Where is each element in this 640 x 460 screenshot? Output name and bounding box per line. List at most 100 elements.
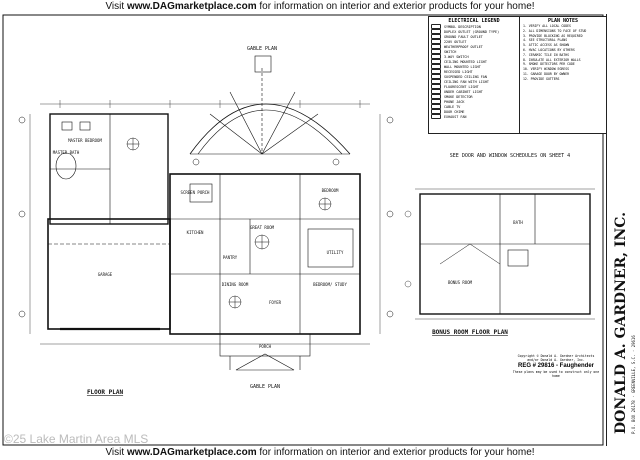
- legend-symbol-icon: [431, 34, 441, 39]
- legend-item: UNDER CABINET LIGHT: [429, 89, 519, 94]
- legend-item: RECESSED LIGHT: [429, 69, 519, 74]
- legend-symbol-icon: [431, 104, 441, 109]
- legend-item: WALL MOUNTED LIGHT: [429, 64, 519, 69]
- legend-item: FLUORESCENT LIGHT: [429, 84, 519, 89]
- floor-plan-label: FLOOR PLAN: [87, 389, 124, 396]
- legend-item: 220V OUTLET: [429, 39, 519, 44]
- bonus-plan-label: BONUS ROOM FLOOR PLAN: [432, 329, 508, 336]
- room-kitchen: KITCHEN: [187, 230, 204, 235]
- firm-address: P.O. BOX 26178 · GREENVILLE, S.C. · 2961…: [631, 335, 636, 434]
- legend-symbol-icon: [431, 89, 441, 94]
- legend-item-label: EXHAUST FAN: [444, 114, 467, 119]
- room-pantry: PANTRY: [223, 255, 238, 260]
- legend-item: WEATHERPROOF OUTLET: [429, 44, 519, 49]
- note-item: 10. VERIFY WINDOW EGRESS: [523, 67, 570, 72]
- legend-item: SYMBOL DESCRIPTION: [429, 24, 519, 29]
- title-block: DONALD A. GARDNER, INC. P.O. BOX 26178 ·…: [606, 14, 640, 446]
- gable-plan-top-label: GABLE PLAN: [247, 46, 277, 52]
- legend-item-label: CEILING FAN WITH LIGHT: [444, 79, 489, 84]
- room-great-room: GREAT ROOM: [250, 225, 275, 230]
- legend-item-label: 220V OUTLET: [444, 39, 467, 44]
- banner-site-link[interactable]: www.DAGmarketplace.com: [126, 1, 257, 12]
- room-bath: BATH: [513, 220, 523, 225]
- legend-item-label: SMOKE DETECTOR: [444, 94, 473, 99]
- legend-item-label: RECESSED LIGHT: [444, 69, 473, 74]
- legend-item: EXHAUST FAN: [429, 114, 519, 119]
- legend-item-label: SWITCH: [444, 49, 457, 54]
- legend-item: GROUND FAULT OUTLET: [429, 34, 519, 39]
- legend-item-label: WALL MOUNTED LIGHT: [444, 64, 481, 69]
- legend-item-label: UNDER CABINET LIGHT: [444, 89, 483, 94]
- legend-item: PHONE JACK: [429, 99, 519, 104]
- note-item: 7. CERAMIC TILE IN BATHS: [523, 52, 570, 57]
- legend-item-label: FLUORESCENT LIGHT: [444, 84, 479, 89]
- bottom-banner-site-link[interactable]: www.DAGmarketplace.com: [126, 447, 257, 458]
- legend-item-label: DOOR CHIME: [444, 109, 465, 114]
- legend-symbol-icon: [431, 64, 441, 69]
- note-item: 3. PROVIDE BLOCKING AS REQUIRED: [523, 33, 583, 38]
- legend-item-label: SYMBOL DESCRIPTION: [444, 24, 481, 29]
- room-garage: GARAGE: [98, 272, 113, 277]
- note-item: 6. HVAC LOCATIONS BY OTHERS: [523, 47, 575, 52]
- legend-symbol-icon: [431, 29, 441, 34]
- room-bonus-room: BONUS ROOM: [448, 280, 473, 285]
- gable-plan-bottom-label: GABLE PLAN: [250, 384, 280, 390]
- note-item: 5. ATTIC ACCESS AS SHOWN: [523, 43, 570, 48]
- copyright-line1: Copyright © Donald A. Gardner Architects: [517, 354, 595, 358]
- copyright-body: These plans may be used to construct onl…: [512, 370, 600, 378]
- copyright-line2: and/or Donald A. Gardner, Inc.: [527, 358, 585, 362]
- room-porch: PORCH: [259, 344, 272, 349]
- legend-item-label: GROUND FAULT OUTLET: [444, 34, 483, 39]
- legend-item-label: PHONE JACK: [444, 99, 465, 104]
- bottom-banner: Visit www.DAGmarketplace.com for informa…: [0, 446, 640, 460]
- legend-symbol-icon: [431, 44, 441, 49]
- note-item: 2. ALL DIMENSIONS TO FACE OF STUD: [523, 28, 587, 33]
- legend-symbol-icon: [431, 74, 441, 79]
- legend-symbol-icon: [431, 24, 441, 29]
- legend-symbol-icon: [431, 54, 441, 59]
- room-master-bedroom: MASTER BEDROOM: [68, 138, 102, 143]
- note-item: 11. GARAGE DOOR BY OWNER: [523, 71, 570, 76]
- schedule-note: SEE DOOR AND WINDOW SCHEDULES ON SHEET 4: [450, 153, 570, 159]
- legend-symbol-icon: [431, 109, 441, 114]
- note-item: 8. INSULATE ALL EXTERIOR WALLS: [523, 57, 581, 62]
- room-dining-room: DINING ROOM: [222, 282, 249, 287]
- legend-symbol-icon: [431, 69, 441, 74]
- notes-title: PLAN NOTES: [547, 18, 579, 24]
- legend-item-label: 3-WAY SWITCH: [444, 54, 469, 59]
- room-bedroom: BEDROOM: [322, 188, 339, 193]
- legend-item: DUPLEX OUTLET (GROUND TYPE): [429, 29, 519, 34]
- legend-symbol-icon: [431, 114, 441, 119]
- legend-symbol-icon: [431, 79, 441, 84]
- legend-item: SUSPENDED CEILING FAN: [429, 74, 519, 79]
- legend-item: CABLE TV: [429, 104, 519, 109]
- legend-item: CEILING MOUNTED LIGHT: [429, 59, 519, 64]
- legend-item: DOOR CHIME: [429, 109, 519, 114]
- legend-title: ELECTRICAL LEGEND: [448, 18, 500, 24]
- room-master-bath: MASTER BATH: [53, 150, 80, 155]
- legend-item: CEILING FAN WITH LIGHT: [429, 79, 519, 84]
- legend-symbol-icon: [431, 49, 441, 54]
- firm-name: DONALD A. GARDNER, INC.: [613, 211, 629, 434]
- legend-item-label: DUPLEX OUTLET (GROUND TYPE): [444, 29, 500, 34]
- legend-symbol-icon: [431, 39, 441, 44]
- legend-symbol-icon: [431, 94, 441, 99]
- legend-item: SMOKE DETECTOR: [429, 94, 519, 99]
- note-item: 4. SEE STRUCTURAL PLANS: [523, 38, 568, 43]
- legend-item-label: WEATHERPROOF OUTLET: [444, 44, 483, 49]
- room-utility: UTILITY: [327, 250, 344, 255]
- note-item: 1. VERIFY ALL LOCAL CODES: [523, 24, 571, 28]
- legend-symbol-icon: [431, 99, 441, 104]
- blueprint-sheet: GABLE PLAN MASTER BEDROOM MASTER BATH GA…: [2, 14, 604, 446]
- top-banner: Visit www.DAGmarketplace.com for informa…: [0, 0, 640, 14]
- legend-item-label: CABLE TV: [444, 104, 461, 109]
- legend-symbol-icon: [431, 84, 441, 89]
- legend-item-label: SUSPENDED CEILING FAN: [444, 74, 487, 79]
- copyright-block: Copyright © Donald A. Gardner Architects…: [510, 354, 602, 426]
- legend-item: 3-WAY SWITCH: [429, 54, 519, 59]
- legend-item: SWITCH: [429, 49, 519, 54]
- note-item: 12. PROVIDE GUTTERS: [523, 76, 560, 81]
